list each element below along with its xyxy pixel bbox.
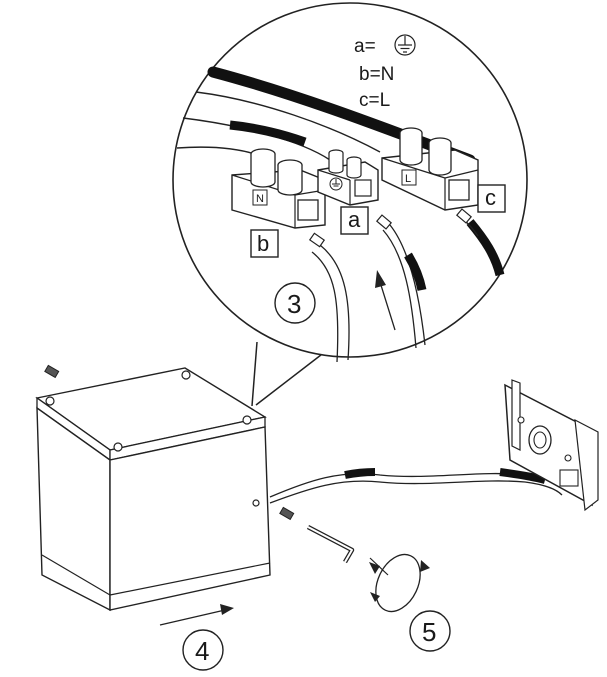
wall-box bbox=[35, 367, 271, 612]
step-5-badge: 5 bbox=[409, 610, 451, 652]
screw-loose bbox=[44, 364, 60, 379]
mounting-plate bbox=[504, 379, 599, 512]
set-screw bbox=[279, 506, 295, 521]
legend-c: c=L bbox=[359, 90, 390, 111]
rotate-arrow-icon bbox=[369, 553, 430, 613]
wires bbox=[308, 208, 505, 363]
insert-arrow bbox=[375, 270, 396, 331]
callout-a: a bbox=[348, 207, 361, 232]
terminal-mark-l: L bbox=[405, 173, 411, 185]
callout-box-b: b bbox=[250, 229, 279, 258]
wire-legend: a= b=N c=L bbox=[354, 34, 416, 111]
step-5-label: 5 bbox=[422, 617, 436, 647]
earth-ground-icon bbox=[329, 177, 343, 191]
legend-a: a= bbox=[354, 36, 376, 57]
terminal-block-l: L bbox=[381, 127, 479, 211]
terminal-block-n: N bbox=[231, 148, 326, 229]
earth-ground-icon bbox=[394, 34, 416, 56]
callout-c: c bbox=[485, 185, 496, 210]
step-4-label: 4 bbox=[195, 636, 209, 666]
callout-box-a: a bbox=[340, 206, 369, 235]
push-arrow bbox=[159, 604, 234, 626]
callout-b: b bbox=[257, 231, 269, 256]
terminal-mark-n: N bbox=[256, 193, 264, 205]
step-4-badge: 4 bbox=[182, 629, 224, 671]
hex-key-icon bbox=[306, 525, 355, 564]
step-3-badge: 3 bbox=[274, 282, 316, 324]
step-3-label: 3 bbox=[287, 289, 301, 319]
legend-b: b=N bbox=[359, 64, 394, 85]
terminal-block-earth bbox=[317, 149, 379, 206]
supply-cable bbox=[269, 468, 566, 504]
callout-box-c: c bbox=[477, 184, 506, 213]
